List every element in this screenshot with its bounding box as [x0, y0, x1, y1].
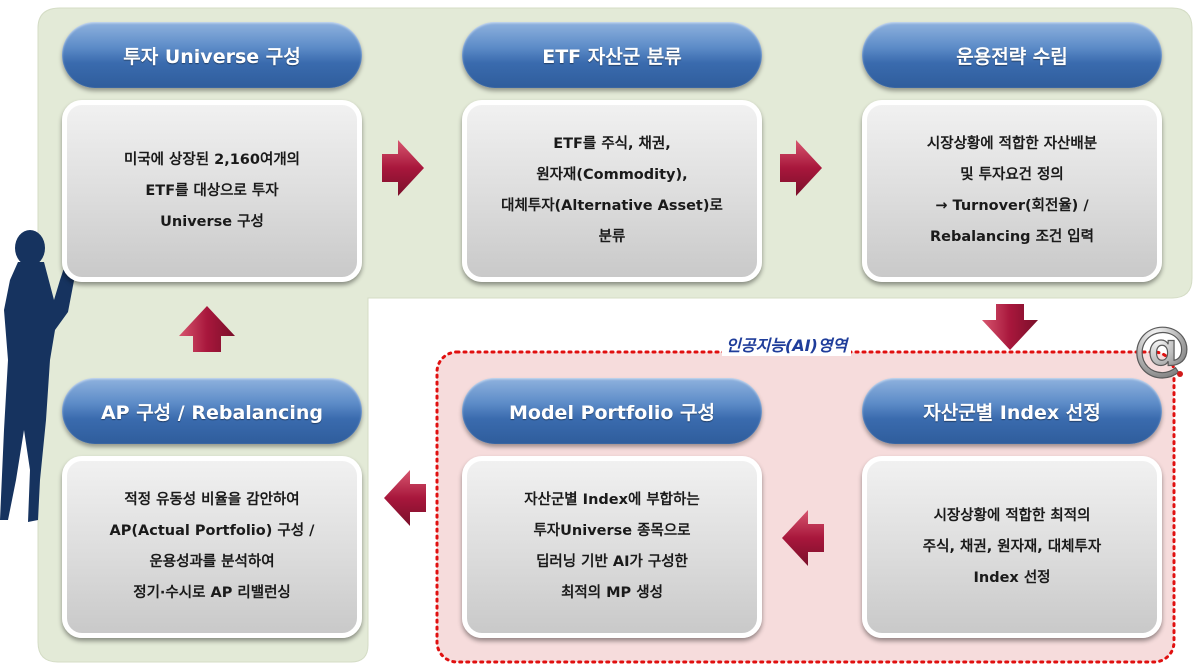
step-line: Universe 구성 [160, 213, 264, 230]
person-silhouette-icon [0, 230, 80, 522]
step-line: 대체투자(Alternative Asset)로 [501, 198, 723, 214]
step-line: 및 투자요건 정의 [960, 167, 1064, 183]
step-etf-classify: ETF 자산군 분류 ETF를 주식, 채권, 원자재(Commodity), … [462, 22, 762, 282]
step-card: ETF를 주식, 채권, 원자재(Commodity), 대체투자(Altern… [462, 100, 762, 282]
step-model-portfolio: Model Portfolio 구성 자산군별 Index에 부합하는 투자Un… [462, 378, 762, 638]
arrow-left-1 [782, 510, 824, 566]
step-line: 원자재(Commodity), [536, 167, 688, 183]
step-card: 자산군별 Index에 부합하는 투자Universe 종목으로 딥러닝 기반 … [462, 456, 762, 638]
step-title: ETF 자산군 분류 [462, 22, 762, 88]
arrow-right-1 [382, 140, 424, 196]
svg-text:@: @ [1133, 314, 1191, 382]
step-line: 운용성과를 분석하여 [149, 554, 275, 570]
step-card: 미국에 상장된 2,160여개의 ETF를 대상으로 투자 Universe 구… [62, 100, 362, 282]
step-card: 적정 유동성 비율을 감안하여 AP(Actual Portfolio) 구성 … [62, 456, 362, 638]
step-card: 시장상황에 적합한 최적의 주식, 채권, 원자재, 대체투자 Index 선정 [862, 456, 1162, 638]
step-line: 투자Universe 종목으로 [533, 523, 691, 539]
step-title: 자산군별 Index 선정 [862, 378, 1162, 444]
step-ap-rebalancing: AP 구성 / Rebalancing 적정 유동성 비율을 감안하여 AP(A… [62, 378, 362, 638]
step-universe: 투자 Universe 구성 미국에 상장된 2,160여개의 ETF를 대상으… [62, 22, 362, 282]
step-line: 시장상황에 적합한 자산배분 [926, 136, 1098, 152]
arrow-right-2 [780, 140, 822, 196]
arrow-up-1 [179, 306, 235, 352]
step-line: Rebalancing 조건 입력 [930, 229, 1094, 245]
step-line: AP(Actual Portfolio) 구성 / [109, 523, 315, 539]
step-line: 자산군별 Index에 부합하는 [524, 492, 700, 508]
step-line: 최적의 MP 생성 [561, 585, 663, 601]
step-line: → Turnover(회전율) / [935, 198, 1089, 214]
step-line: 미국에 상장된 2,160여개의 [123, 151, 301, 168]
step-index-select: 자산군별 Index 선정 시장상황에 적합한 최적의 주식, 채권, 원자재,… [862, 378, 1162, 638]
step-line: 시장상황에 적합한 최적의 [933, 507, 1091, 524]
step-line: 주식, 채권, 원자재, 대체투자 [922, 538, 1102, 555]
step-title: Model Portfolio 구성 [462, 378, 762, 444]
step-line: Index 선정 [973, 569, 1051, 586]
step-title: 투자 Universe 구성 [62, 22, 362, 88]
step-line: 딥러닝 기반 AI가 구성한 [536, 554, 688, 570]
arrow-down-1 [982, 304, 1038, 350]
ai-zone-label: 인공지능(AI)영역 [722, 332, 852, 356]
step-title: 운용전략 수립 [862, 22, 1162, 88]
step-card: 시장상황에 적합한 자산배분 및 투자요건 정의 → Turnover(회전율)… [862, 100, 1162, 282]
step-title: AP 구성 / Rebalancing [62, 378, 362, 444]
step-line: 적정 유동성 비율을 감안하여 [124, 492, 300, 508]
step-line: 정기·수시로 AP 리밸런싱 [133, 585, 291, 601]
arrow-left-2 [384, 470, 426, 526]
at-sign-icon: @ [1132, 313, 1191, 382]
step-line: ETF를 주식, 채권, [553, 136, 671, 152]
step-line: ETF를 대상으로 투자 [145, 182, 279, 199]
step-strategy: 운용전략 수립 시장상황에 적합한 자산배분 및 투자요건 정의 → Turno… [862, 22, 1162, 282]
step-line: 분류 [598, 229, 626, 245]
